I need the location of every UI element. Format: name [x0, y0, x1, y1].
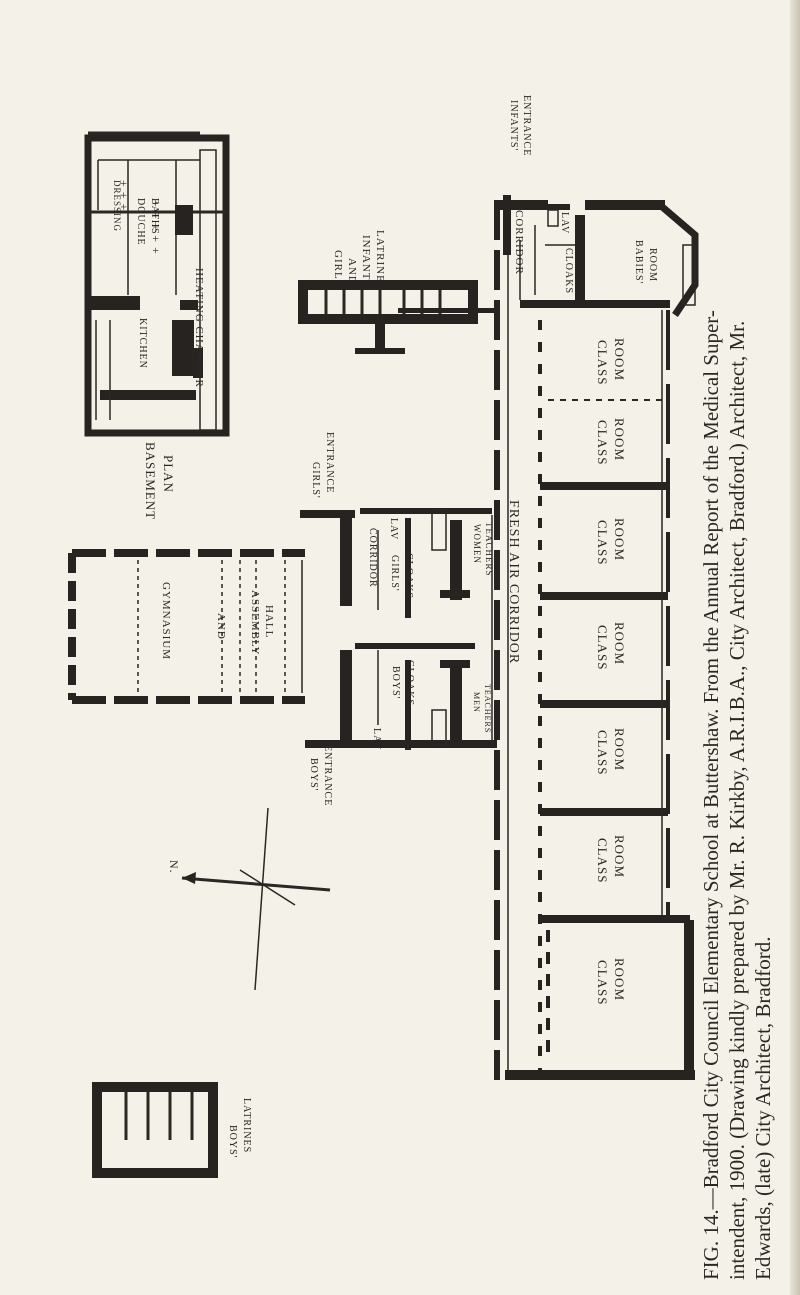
- class-rooms-block: [540, 310, 694, 1078]
- kitchen-label: KITCHEN: [137, 318, 148, 369]
- lav-bottom-label: LAV: [371, 728, 382, 750]
- caption-line-1: FIG. 14.—Bradford City Council Elementar…: [699, 310, 723, 1280]
- caption-line-2: intendent, 1900. (Drawing kindly prepare…: [725, 321, 749, 1280]
- boys-entrance-label-1: BOYS': [308, 758, 319, 791]
- boys-latrines: [92, 1082, 218, 1178]
- girls-entrance-label-2: ENTRANCE: [324, 432, 335, 493]
- baths-label: BATHS: [149, 198, 160, 235]
- girls-cloaks-label-2: CLOAKS: [403, 553, 414, 599]
- corridor-top-label: CORRIDOR: [513, 210, 525, 275]
- class-room-3-label-2: ROOM: [612, 518, 627, 561]
- basement-plan-title-2: PLAN: [161, 455, 176, 493]
- women-teachers-label-1: WOMEN: [472, 524, 482, 564]
- class-room-4-label-1: CLASS: [595, 625, 610, 670]
- basement-plan-title: BASEMENT: [143, 442, 158, 520]
- girls-infants-latrines-label-4: LATRINES: [374, 230, 386, 290]
- boys-cloaks-label-2: CLOAKS: [404, 660, 415, 706]
- girls-infants-latrines-label-1: GIRLS': [332, 250, 344, 290]
- infants-wing: [500, 200, 699, 317]
- class-room-6-label-2: ROOM: [612, 835, 627, 878]
- women-teachers-label-2: TEACHERS: [484, 522, 494, 577]
- infants-entrance-label-1: INFANTS': [508, 100, 519, 151]
- lav-mid-label: LAV: [388, 518, 399, 540]
- class-room-2-label-1: CLASS: [595, 420, 610, 465]
- men-teachers-label-1: MEN: [472, 692, 481, 713]
- class-room-7-label-1: CLASS: [595, 960, 610, 1005]
- girls-cloaks-label-1: GIRLS': [389, 555, 400, 592]
- men-teachers-label-2: TEACHERS: [483, 684, 492, 733]
- class-room-1-label-2: ROOM: [612, 338, 627, 381]
- class-room-1-label-1: CLASS: [595, 340, 610, 385]
- dressing-label: DRESSING: [112, 180, 122, 232]
- boys-cloaks-label-1: BOYS': [390, 666, 401, 699]
- north-arrow: [181, 807, 331, 991]
- babies-room-label-2: ROOM: [647, 248, 658, 282]
- class-room-4-label-2: ROOM: [612, 622, 627, 665]
- class-room-6-label-1: CLASS: [595, 838, 610, 883]
- figure-caption: FIG. 14.—Bradford City Council Elementar…: [699, 310, 775, 1280]
- girls-infants-latrines: [298, 280, 498, 354]
- class-room-3-label-1: CLASS: [595, 520, 610, 565]
- girls-infants-latrines-label-2: AND: [346, 258, 358, 285]
- page-edge: [790, 0, 800, 1295]
- and-label: AND: [215, 613, 227, 640]
- fresh-air-corridor-label: FRESH AIR CORRIDOR: [506, 500, 521, 664]
- girls-infants-latrines-label-3: INFANTS': [360, 235, 372, 291]
- gymnasium-label: GYMNASIUM: [160, 582, 172, 660]
- class-room-5-label-1: CLASS: [595, 730, 610, 775]
- boys-latrines-label-2: LATRINES: [241, 1098, 252, 1153]
- assembly-hall-label-2: HALL: [263, 605, 275, 638]
- corridor-mid-label: CORRIDOR: [367, 528, 378, 588]
- douche-label: DOUCHE: [135, 198, 146, 246]
- girls-entrance-label-1: GIRLS': [310, 462, 321, 499]
- plus-marks-2: + + +: [117, 180, 131, 211]
- north-label: N.: [167, 860, 181, 874]
- plus-marks: + + + + +: [149, 200, 163, 255]
- class-room-2-label-2: ROOM: [612, 418, 627, 461]
- boys-latrines-label-1: BOYS': [227, 1125, 238, 1158]
- heating-chamber-label: HEATING CHAMBER: [193, 268, 205, 388]
- class-room-7-label-2: ROOM: [612, 958, 627, 1001]
- boys-entrance-label-2: ENTRANCE: [322, 745, 333, 806]
- babies-room-label-1: BABIES': [633, 240, 644, 284]
- central-block: [300, 508, 497, 750]
- gymnasium-assembly-hall: [68, 549, 305, 704]
- lav-top-label: LAV: [559, 212, 570, 234]
- caption-line-3: Edwards, (late) City Architect, Bradford…: [751, 937, 775, 1280]
- assembly-hall-label-1: ASSEMBLY: [249, 590, 261, 656]
- infants-entrance-label-2: ENTRANCE: [521, 95, 532, 156]
- class-room-5-label-2: ROOM: [612, 728, 627, 771]
- cloaks-top-label: CLOAKS: [563, 248, 574, 294]
- basement-plan: + + + + + + + +: [84, 131, 230, 437]
